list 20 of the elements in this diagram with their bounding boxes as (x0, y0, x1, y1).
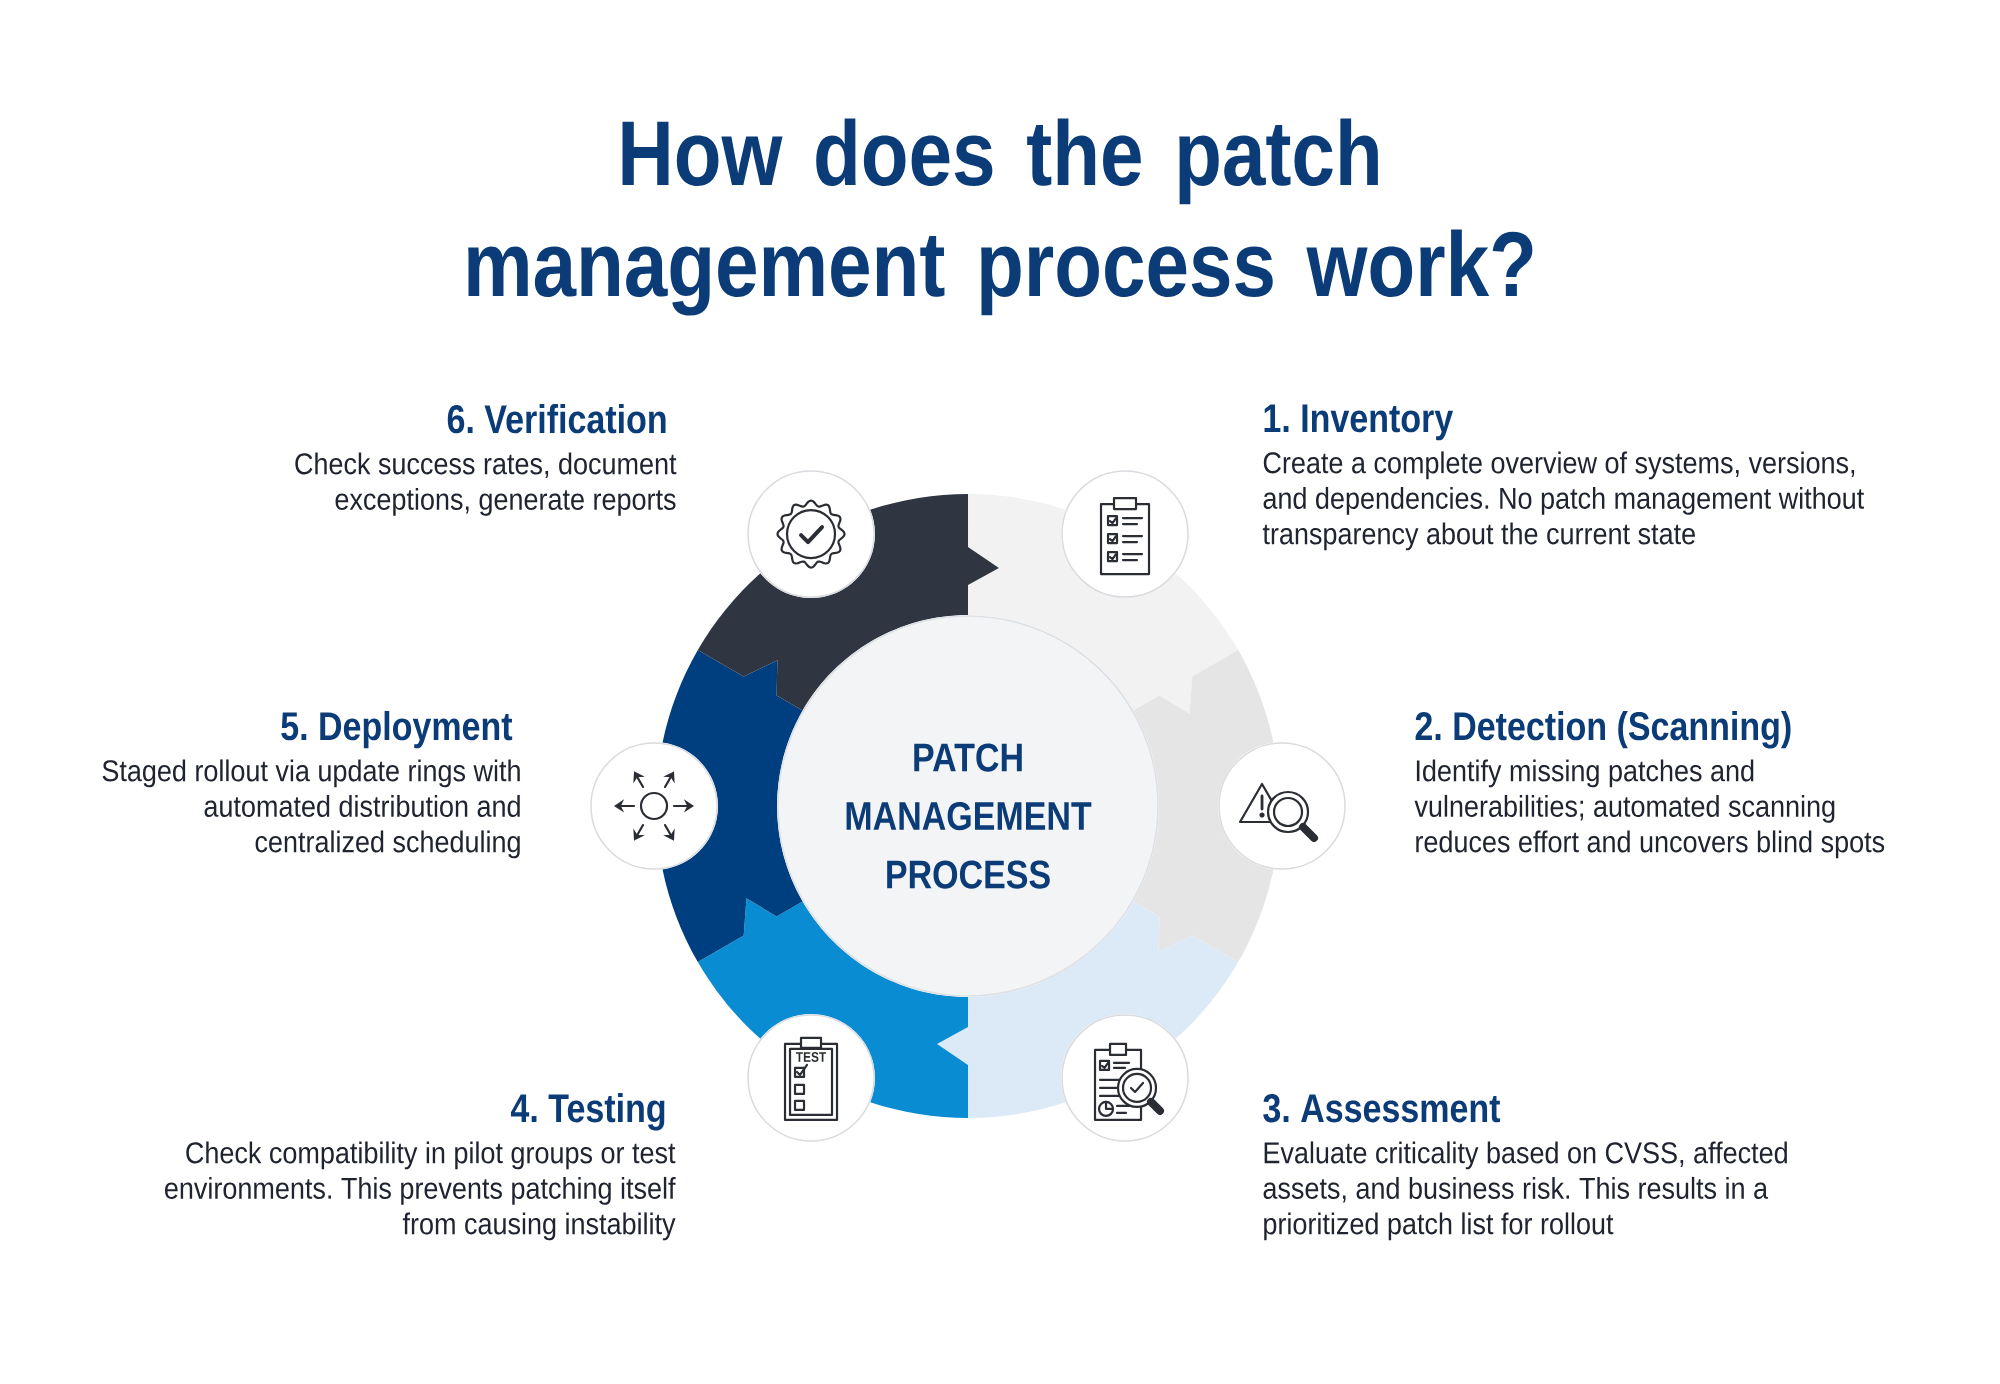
clipboard-checklist-icon (1061, 470, 1189, 598)
icon-label: TEST (795, 1052, 827, 1062)
step-description: Identify missing patches and vulnerabilities; automated scanning reduces effort and uncovers blind spots (1414, 759, 1885, 859)
step-description: Evaluate criticality based on CVSS, affected assets, and business risk. This results in a prioritized patch list for rollout (1263, 1141, 1787, 1241)
step-description: Create a complete overview of systems, versions, and dependencies. No patch management without transparency about the current state (1262, 451, 1864, 551)
step-description: Staged rollout via update rings with automated distribution and centralized scheduling (102, 759, 520, 859)
step-heading: 1. Inventory (1264, 404, 1454, 441)
step-heading: 3. Assessment (1263, 1094, 1501, 1123)
step-heading: 4. Testing (510, 1093, 665, 1131)
step-heading: 6. Verification (447, 404, 666, 434)
badge-check-icon (747, 470, 875, 598)
outward-arrows-icon (590, 742, 718, 870)
clipboard-magnifier-icon (1061, 1014, 1189, 1142)
warning-magnifier-icon (1218, 742, 1346, 870)
test-clipboard-icon (747, 1014, 875, 1142)
step-heading: 5. Deployment (281, 711, 513, 749)
step-description: Check success rates, document exceptions, generate reports (295, 452, 677, 516)
step-description: Check compatibility in pilot groups or test environments. This prevents patching itself from causing instability (165, 1141, 676, 1241)
step-heading: 2. Detection (Scanning) (1415, 711, 1791, 749)
title: How does the patch management process work? (468, 118, 1533, 316)
